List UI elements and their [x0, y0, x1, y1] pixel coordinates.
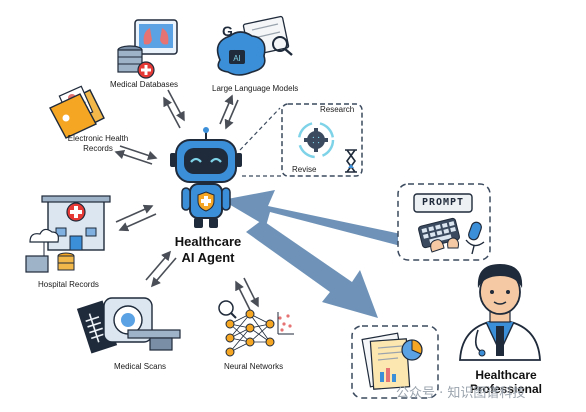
neural-network-icon [218, 300, 294, 357]
gear-icon [304, 128, 328, 152]
prompt-to-agent-arrow [222, 190, 420, 250]
double-arrow-ehr [114, 145, 158, 165]
doctor-icon [459, 264, 541, 361]
professional-title: Healthcare Professional [452, 368, 560, 396]
center-title-line2: AI Agent [181, 250, 235, 265]
medical-folder-icon [49, 85, 105, 139]
double-arrow-llm [219, 94, 239, 130]
double-arrow-medical-scans [145, 250, 177, 288]
label-medical-databases: Medical Databases [110, 80, 179, 89]
lungs-icon [134, 19, 178, 55]
brain-chip-icon: G AI [216, 15, 293, 76]
robot-to-loop-connector [239, 107, 282, 177]
hourglass-icon [345, 149, 357, 173]
label-ehr-line1: Electronic Health [67, 134, 129, 143]
prompt-keycap [413, 193, 473, 213]
professional-title-line2: Professional [469, 382, 543, 396]
microphone-icon [465, 221, 485, 255]
label-revise: Revise [292, 165, 317, 174]
robot-icon [170, 127, 242, 228]
watermark: 公众号 · 知识图谱科技 [396, 386, 526, 401]
database-icon [117, 45, 155, 79]
label-ehr-line2: Records [83, 144, 113, 153]
double-arrow-hospital [115, 204, 157, 232]
label-electronic-health-records: Electronic Health Records [52, 134, 144, 154]
keyboard-icon [418, 217, 460, 253]
label-hospital-records: Hospital Records [38, 280, 99, 289]
hospital-building-icon [25, 195, 111, 273]
double-arrow-neural-networks [235, 277, 259, 311]
svg-text:G: G [222, 23, 233, 39]
label-neural-networks: Neural Networks [224, 362, 284, 371]
svg-text:AI: AI [233, 54, 241, 63]
label-research: Research [320, 105, 355, 114]
prompt-keycap-text: PROMPT [421, 197, 465, 208]
label-medical-scans: Medical Scans [114, 362, 167, 371]
report-chart-icon [361, 332, 423, 390]
agent-to-report-arrow [246, 220, 378, 318]
center-title: Healthcare AI Agent [160, 234, 256, 266]
center-title-line1: Healthcare [174, 234, 242, 249]
professional-title-line1: Healthcare [475, 368, 537, 382]
double-arrow-medical-databases [163, 89, 185, 129]
label-large-language-models: Large Language Models [212, 84, 299, 93]
mri-scanner-icon [76, 297, 181, 354]
